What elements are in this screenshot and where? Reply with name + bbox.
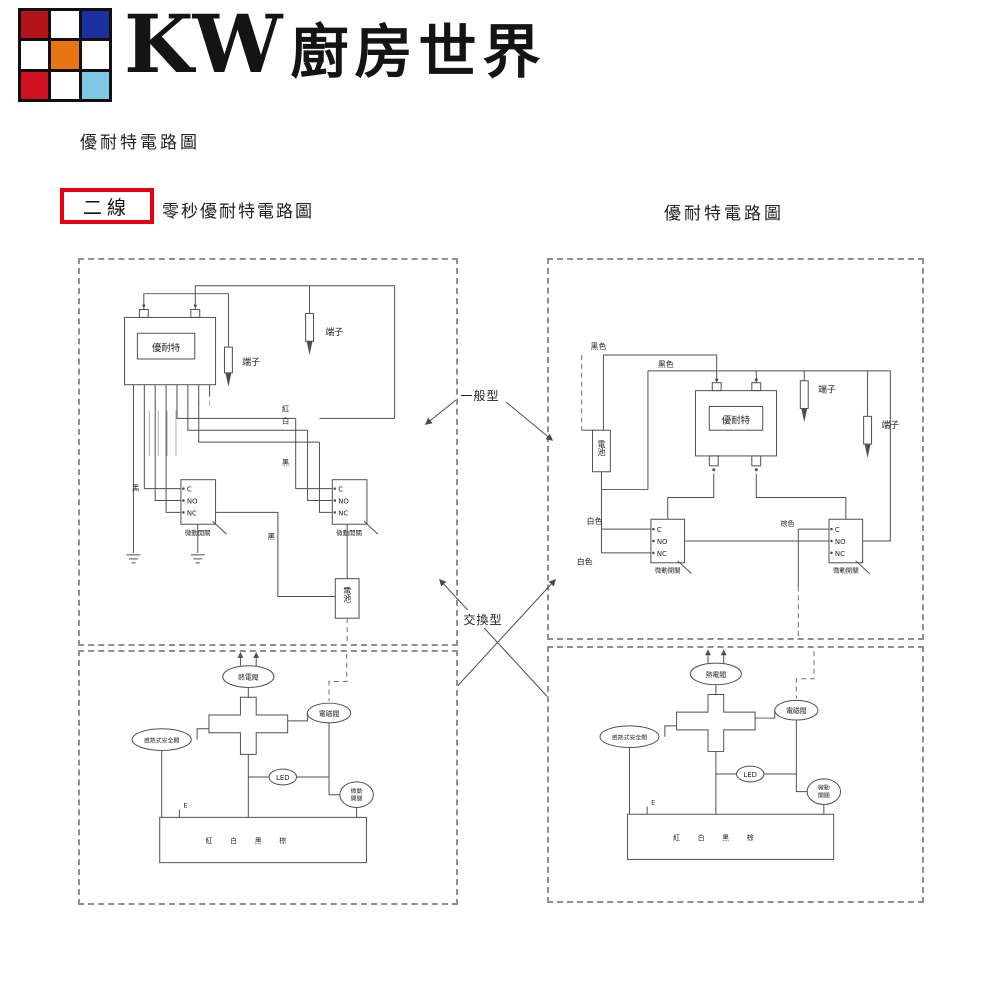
micro-switch-label: 開關	[351, 796, 363, 803]
wiring	[581, 354, 891, 636]
switch-caption: 微動開關	[655, 566, 681, 575]
led-label: LED	[276, 774, 289, 782]
logo-cell	[21, 71, 49, 99]
switch-contact-label: C	[657, 526, 662, 534]
logo-cell	[21, 41, 49, 69]
solenoid-valve-label: 電磁閥	[319, 709, 340, 718]
terminal-label: 端子	[818, 384, 836, 396]
micro-switch-right	[331, 479, 368, 525]
switch-contact-label: C	[187, 486, 192, 494]
panel-standard-circuit: 黑色 黑色 優耐特 端子 端子 電池 白色 白色 棕色 C NO NC 微動開關…	[547, 258, 924, 640]
controller-box	[159, 816, 367, 864]
wire-color-label: 棕色	[781, 519, 795, 528]
terminal-color-label: 黑	[255, 837, 262, 845]
logo-cell	[51, 41, 79, 69]
ground-symbol	[126, 554, 141, 564]
micro-switch-left	[180, 479, 217, 525]
wire-color-label: 白色	[577, 557, 593, 567]
terminal-label: 端子	[242, 356, 260, 368]
general-type-label: 一般型	[460, 388, 499, 403]
switch-contact-label: NC	[657, 550, 667, 558]
solenoid-valve-oval	[306, 702, 352, 724]
led-oval	[268, 768, 298, 786]
logo-cell	[81, 71, 109, 99]
device-label: 優耐特	[152, 342, 180, 354]
logo-cell	[81, 11, 109, 39]
electrode-1	[799, 380, 809, 409]
battery-label: 電池	[343, 587, 352, 603]
terminal-label: 端子	[325, 326, 343, 338]
burner-body-outline	[208, 696, 289, 755]
exchange-diagram-artwork: 熱電閥 電磁閥 感熱式安全閥 LED 微動 開關 E 紅 白 黑 棕	[131, 652, 374, 864]
type-arrows: 一般型 交換型	[424, 388, 556, 707]
switch-contact-label: NO	[187, 497, 198, 505]
switch-contact-label: NC	[338, 509, 348, 517]
switch-contact-label: NO	[835, 538, 846, 546]
brand-title: KW 廚房世界	[124, 2, 547, 86]
highlight-box-two-wire: 二線	[60, 188, 154, 224]
wire-color-label: 黑色	[591, 341, 607, 351]
thermal-safety-valve-oval	[131, 728, 192, 751]
wire-color-label: 黑	[132, 484, 140, 493]
terminal-color-label: 棕	[279, 836, 286, 845]
wire-color-label: 紅	[282, 403, 290, 413]
switch-caption: 微動開關	[336, 528, 362, 537]
page-subtitle: 優耐特電路圖	[80, 133, 200, 152]
micro-switch-oval	[339, 781, 374, 809]
logo-cell	[51, 11, 79, 39]
wiring	[124, 285, 396, 642]
switch-contact-label: C	[338, 486, 343, 494]
exchange-type-label: 交換型	[463, 612, 502, 627]
logo-cell	[51, 71, 79, 99]
brand-cn-text: 廚房世界	[290, 18, 547, 86]
panel-exchange-right	[547, 646, 924, 903]
panel-zero-second-circuit: 優耐特 端子 端子 紅 白 黑 黑 黑 C NO NC 微動開關 C NO NC…	[78, 258, 458, 646]
switch-caption: 微動開關	[833, 566, 859, 575]
standard-circuit-diagram: 黑色 黑色 優耐特 端子 端子 電池 白色 白色 棕色 C NO NC 微動開關…	[577, 341, 899, 636]
exchange-diagram-right	[599, 648, 842, 860]
switch-contact-label: NC	[835, 550, 845, 558]
device-label: 優耐特	[722, 414, 750, 426]
wire-color-label: 黑	[282, 458, 290, 467]
ground-symbol	[190, 554, 205, 564]
wire-color-label: 白	[282, 415, 289, 425]
terminal-label: 端子	[881, 419, 899, 431]
electrode-1	[305, 312, 315, 342]
logo-cell	[81, 41, 109, 69]
electrode-2	[223, 346, 233, 374]
type-labels-column: 一般型 交換型	[420, 372, 580, 722]
switch-caption: 微動開關	[185, 528, 211, 537]
wire-color-label: 黑色	[658, 359, 674, 369]
right-diagram-title: 優耐特電路圖	[664, 204, 784, 223]
logo-cell	[21, 11, 49, 39]
panel-exchange-left: 熱電閥 電磁閥 感熱式安全閥 LED 微動 開關 E 紅 白 黑 棕	[78, 650, 458, 905]
terminal-color-label: 紅	[205, 836, 212, 845]
igniter-box	[124, 316, 217, 386]
left-diagram-title: 零秒優耐特電路圖	[162, 202, 314, 221]
brand-kw-text: KW	[124, 0, 285, 91]
earth-label: E	[183, 802, 187, 810]
brand-logo	[18, 8, 112, 102]
electrode-2	[863, 415, 873, 445]
thermal-safety-valve-label: 感熱式安全閥	[144, 737, 179, 745]
pilot-valve-label: 熱電閥	[238, 673, 259, 682]
micro-switch-right	[828, 518, 864, 564]
switch-contact-label: NO	[338, 497, 349, 505]
switch-contact-label: C	[835, 526, 840, 534]
terminal-color-label: 白	[230, 836, 237, 845]
zero-second-circuit-diagram: 優耐特 端子 端子 紅 白 黑 黑 黑 C NO NC 微動開關 C NO NC…	[124, 285, 396, 642]
exchange-diagram-left: 熱電閥 電磁閥 感熱式安全閥 LED 微動 開關 E 紅 白 黑 棕	[131, 652, 374, 864]
arrow-lines	[424, 399, 556, 707]
wire-color-label: 黑	[268, 532, 276, 541]
micro-switch-label: 微動	[351, 787, 363, 795]
switch-contact-label: NO	[657, 538, 668, 546]
battery-label: 電池	[597, 440, 606, 456]
micro-switch-left	[650, 518, 686, 564]
highlight-label: 二線	[82, 197, 131, 219]
switch-contact-label: NC	[187, 509, 197, 517]
wire-color-label: 白色	[587, 516, 603, 526]
